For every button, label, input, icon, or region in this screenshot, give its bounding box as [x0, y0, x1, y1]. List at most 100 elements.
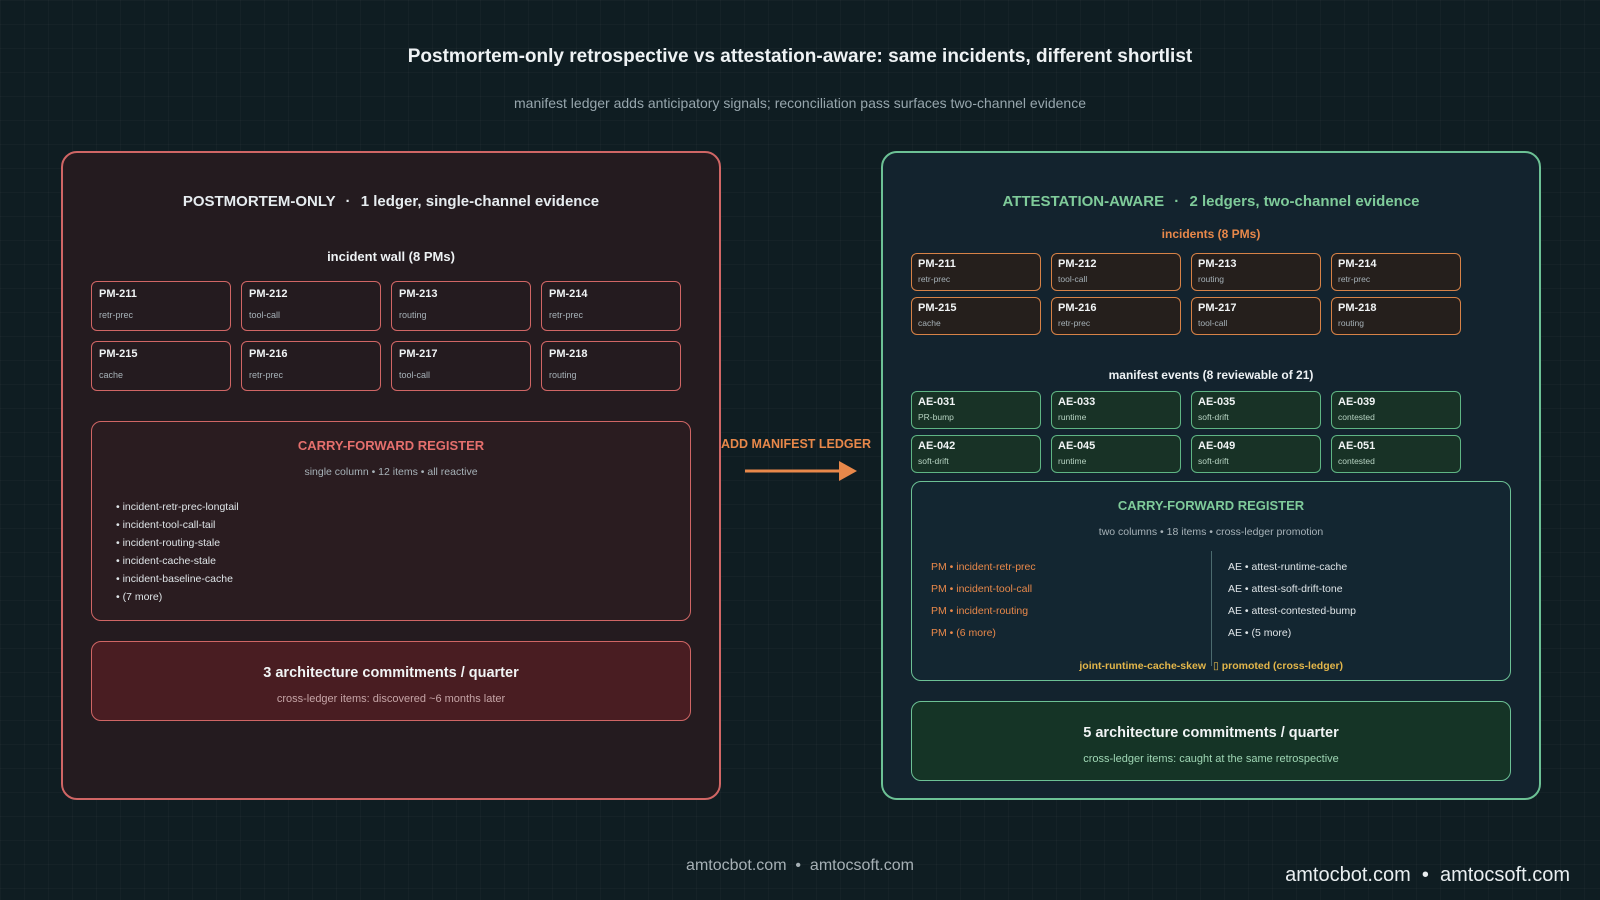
header-separator: · — [1174, 193, 1180, 210]
register-item: • incident-routing-stale — [116, 537, 221, 549]
incident-id: PM-214 — [1338, 258, 1377, 270]
incident-tag: retr-prec — [249, 370, 284, 380]
incident-card: PM-211 retr-prec — [911, 253, 1041, 291]
outcome-headline: 5 architecture commitments / quarter — [1083, 725, 1339, 741]
manifest-event-card: AE-031 PR-bump — [911, 391, 1041, 429]
register-item: • incident-baseline-cache — [116, 573, 233, 585]
footer-center-links: amtocbot.com • amtocsoft.com — [686, 857, 914, 874]
event-tag: soft-drift — [1198, 412, 1229, 422]
register-item: • incident-cache-stale — [116, 555, 216, 567]
incident-tag: tool-call — [399, 370, 431, 380]
event-id: AE-045 — [1058, 440, 1096, 452]
incident-card: PM-214 retr-prec — [541, 281, 681, 331]
event-id: AE-039 — [1338, 396, 1376, 408]
incident-card: PM-218 routing — [541, 341, 681, 391]
incident-card: PM-213 routing — [1191, 253, 1321, 291]
incident-id: PM-216 — [1058, 302, 1097, 314]
manifest-event-card: AE-051 contested — [1331, 435, 1461, 473]
register-subtitle: single column • 12 items • all reactive — [304, 466, 478, 478]
incident-card: PM-216 retr-prec — [1051, 297, 1181, 335]
incident-id: PM-212 — [1058, 258, 1097, 270]
incident-card: PM-212 tool-call — [1051, 253, 1181, 291]
register-item: • incident-tool-call-tail — [116, 519, 216, 531]
event-tag: runtime — [1058, 412, 1087, 422]
event-tag: contested — [1338, 456, 1375, 466]
diagram-subtitle: manifest ledger adds anticipatory signal… — [514, 95, 1086, 111]
incident-tag: tool-call — [1058, 274, 1088, 284]
register-subtitle: two columns • 18 items • cross-ledger pr… — [1098, 526, 1324, 538]
register-pm-item: PM • (6 more) — [931, 627, 996, 639]
manifest-event-card: AE-045 runtime — [1051, 435, 1181, 473]
incident-card: PM-213 routing — [391, 281, 531, 331]
register-ae-item: AE • (5 more) — [1228, 627, 1292, 639]
event-id: AE-051 — [1338, 440, 1376, 452]
right-arrow-icon — [745, 461, 857, 481]
incident-tag: cache — [918, 318, 941, 328]
incident-tag: retr-prec — [549, 310, 584, 320]
incident-id: PM-213 — [1198, 258, 1237, 270]
register-column-divider — [1211, 551, 1212, 666]
register-item: • incident-retr-prec-longtail — [116, 501, 239, 513]
incident-card: PM-216 retr-prec — [241, 341, 381, 391]
diagram-title: Postmortem-only retrospective vs attesta… — [407, 46, 1193, 67]
incident-id: PM-214 — [549, 288, 588, 300]
incident-tag: retr-prec — [1338, 274, 1371, 284]
incident-card: PM-215 cache — [911, 297, 1041, 335]
event-tag: runtime — [1058, 456, 1087, 466]
incident-id: PM-211 — [918, 258, 956, 270]
incident-wall-label: incident wall (8 PMs) — [327, 249, 455, 264]
register-ae-item: AE • attest-runtime-cache — [1228, 561, 1348, 573]
header-separator: · — [345, 193, 351, 210]
postmortem-outcome-box: 3 architecture commitments / quarter cro… — [91, 641, 691, 721]
event-id: AE-049 — [1198, 440, 1236, 452]
incident-tag: routing — [549, 370, 577, 380]
event-id: AE-035 — [1198, 396, 1236, 408]
manifest-event-card: AE-049 soft-drift — [1191, 435, 1321, 473]
postmortem-panel-header: POSTMORTEM-ONLY · 1 ledger, single-chann… — [61, 193, 721, 210]
event-tag: PR-bump — [918, 412, 954, 422]
arrow-label: ADD MANIFEST LEDGER — [721, 437, 871, 451]
incident-id: PM-218 — [549, 348, 588, 360]
postmortem-mode-description: 1 ledger, single-channel evidence — [360, 193, 600, 210]
incident-id: PM-212 — [249, 288, 288, 300]
manifest-event-card: AE-039 contested — [1331, 391, 1461, 429]
footer-right-links: amtocbot.com • amtocsoft.com — [1285, 864, 1570, 886]
event-id: AE-042 — [918, 440, 956, 452]
incident-tag: retr-prec — [1058, 318, 1091, 328]
incident-tag: retr-prec — [99, 310, 134, 320]
incident-card: PM-217 tool-call — [1191, 297, 1321, 335]
incident-card: PM-211 retr-prec — [91, 281, 231, 331]
promoted-item-label: ▯ promoted (cross-ledger) — [1213, 660, 1344, 672]
register-title: CARRY-FORWARD REGISTER — [1117, 498, 1305, 513]
incident-card: PM-215 cache — [91, 341, 231, 391]
attestation-panel-header: ATTESTATION-AWARE · 2 ledgers, two-chann… — [881, 193, 1541, 210]
event-tag: soft-drift — [918, 456, 949, 466]
postmortem-mode-label: POSTMORTEM-ONLY — [182, 193, 336, 210]
event-tag: soft-drift — [1198, 456, 1229, 466]
incident-id: PM-211 — [99, 288, 137, 300]
manifest-event-card: AE-042 soft-drift — [911, 435, 1041, 473]
event-tag: contested — [1338, 412, 1375, 422]
promoted-item-name: joint-runtime-cache-skew — [1079, 660, 1206, 672]
manifest-event-card: AE-033 runtime — [1051, 391, 1181, 429]
incident-id: PM-215 — [918, 302, 957, 314]
event-id: AE-033 — [1058, 396, 1096, 408]
incident-card: PM-214 retr-prec — [1331, 253, 1461, 291]
incident-card: PM-218 routing — [1331, 297, 1461, 335]
register-pm-item: PM • incident-tool-call — [931, 583, 1033, 595]
incident-tag: routing — [1198, 274, 1224, 284]
attestation-outcome-box: 5 architecture commitments / quarter cro… — [911, 701, 1511, 781]
incident-tag: routing — [1338, 318, 1364, 328]
incident-tag: routing — [399, 310, 427, 320]
outcome-note: cross-ledger items: discovered ~6 months… — [276, 693, 506, 705]
register-pm-item: PM • incident-retr-prec — [931, 561, 1036, 573]
incident-id: PM-218 — [1338, 302, 1377, 314]
outcome-headline: 3 architecture commitments / quarter — [263, 665, 519, 681]
outcome-note: cross-ledger items: caught at the same r… — [1083, 753, 1339, 765]
incidents-label: incidents (8 PMs) — [1161, 227, 1261, 241]
incident-tag: retr-prec — [918, 274, 951, 284]
register-ae-item: AE • attest-soft-drift-tone — [1228, 583, 1343, 595]
carry-forward-register-postmortem — [91, 421, 691, 621]
manifest-event-card: AE-035 soft-drift — [1191, 391, 1321, 429]
incident-id: PM-213 — [399, 288, 438, 300]
